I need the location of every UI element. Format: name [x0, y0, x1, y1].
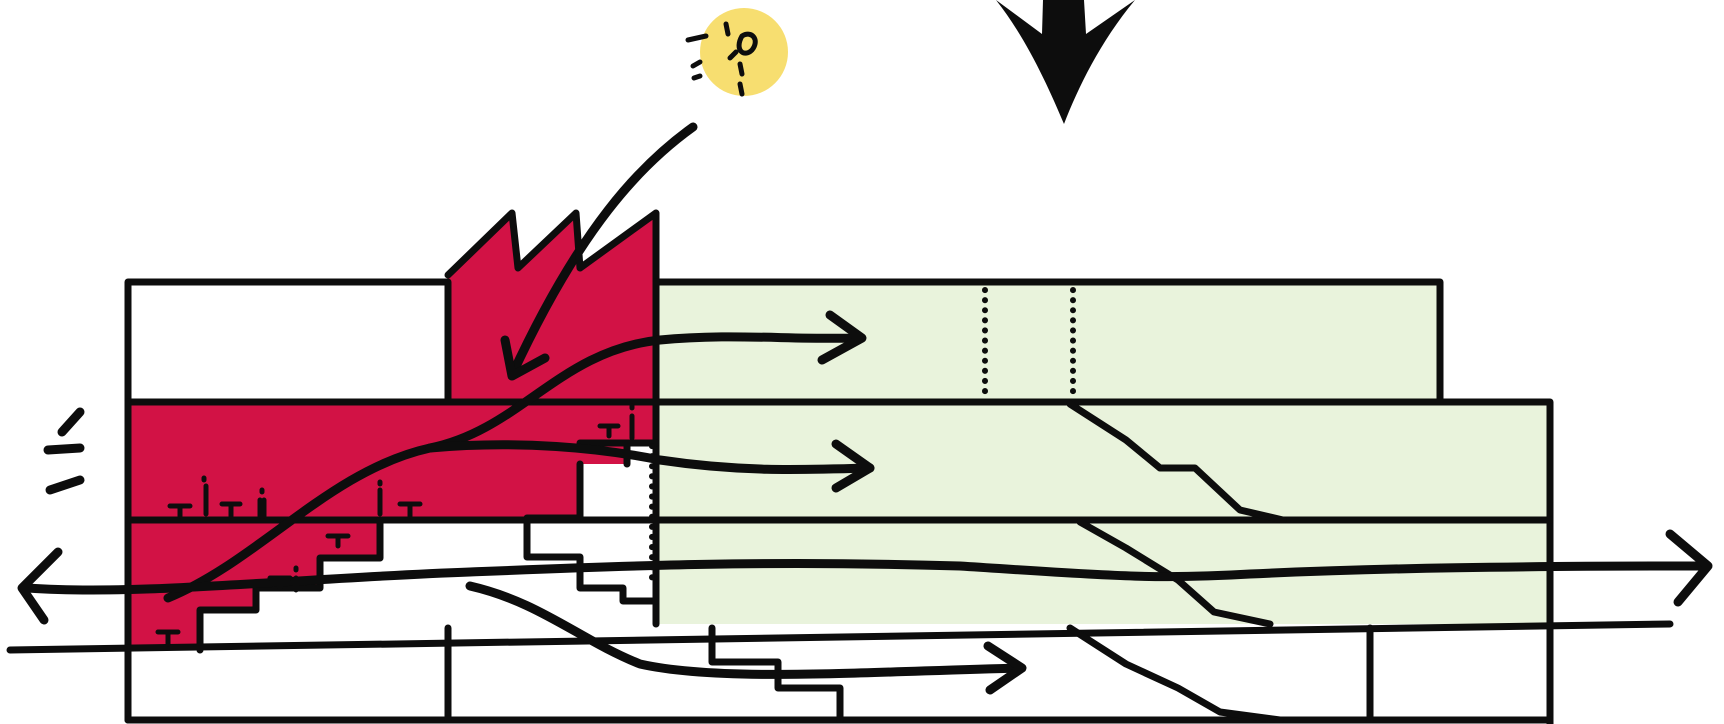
- lower-flow-arrow: [465, 581, 1025, 679]
- upper-flow-arrow: [163, 332, 865, 603]
- people-figures: [155, 403, 635, 647]
- sunlight-arrow: [500, 122, 698, 381]
- middle-flow-arrow: [425, 440, 875, 475]
- down-arrow-icon: [996, 0, 1135, 124]
- green-volumes: [655, 282, 1550, 624]
- sun-icon: [685, 8, 788, 97]
- upper-green-volume: [655, 282, 1440, 402]
- sound-waves-icon: [43, 407, 85, 495]
- through-flow-arrow: [23, 559, 1705, 595]
- building-frame: [6, 209, 1674, 724]
- dotted-guides: [649, 287, 1076, 587]
- flow-arrows: [17, 310, 1713, 695]
- middle-green-volume: [655, 404, 1550, 624]
